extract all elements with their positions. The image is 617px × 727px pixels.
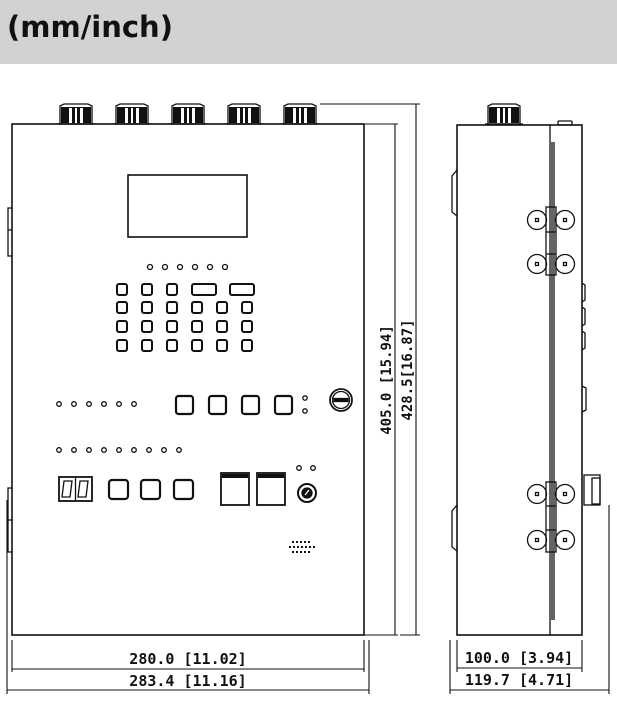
front-dimension-lines bbox=[6, 103, 420, 694]
seven-segment-display bbox=[58, 476, 93, 502]
depth-total-label: 119.7 [4.71] bbox=[465, 671, 573, 689]
key-lock-icon bbox=[329, 388, 353, 412]
led-row-lower bbox=[56, 447, 182, 453]
display-window bbox=[127, 174, 248, 238]
round-connector-icon bbox=[297, 483, 317, 503]
cable-gland-icon bbox=[57, 103, 319, 125]
height-body-label: 405.0 [15.94] bbox=[379, 325, 395, 435]
led-row-middle bbox=[56, 401, 137, 407]
front-view bbox=[7, 103, 365, 636]
width-total-label: 283.4 [11.16] bbox=[129, 672, 246, 690]
hinge-icon bbox=[526, 206, 576, 276]
height-total-label: 428.5[16.87] bbox=[400, 319, 416, 420]
hinge-icon bbox=[526, 481, 576, 553]
led-row-top bbox=[146, 263, 229, 271]
function-buttons bbox=[174, 394, 294, 416]
cable-gland-icon bbox=[485, 103, 523, 125]
depth-body-label: 100.0 [3.94] bbox=[465, 649, 573, 667]
rj45-ports bbox=[220, 472, 286, 506]
enclosure-front bbox=[11, 123, 365, 636]
side-view bbox=[451, 103, 601, 636]
width-body-label: 280.0 [11.02] bbox=[129, 650, 246, 668]
enclosure-side bbox=[456, 124, 583, 636]
speaker-grille bbox=[289, 541, 315, 553]
bottom-buttons bbox=[107, 478, 195, 501]
units-title: (mm/inch) bbox=[7, 10, 173, 44]
keypad bbox=[116, 283, 255, 352]
side-dimension-lines bbox=[449, 505, 610, 694]
header-band: (mm/inch) bbox=[0, 0, 617, 64]
